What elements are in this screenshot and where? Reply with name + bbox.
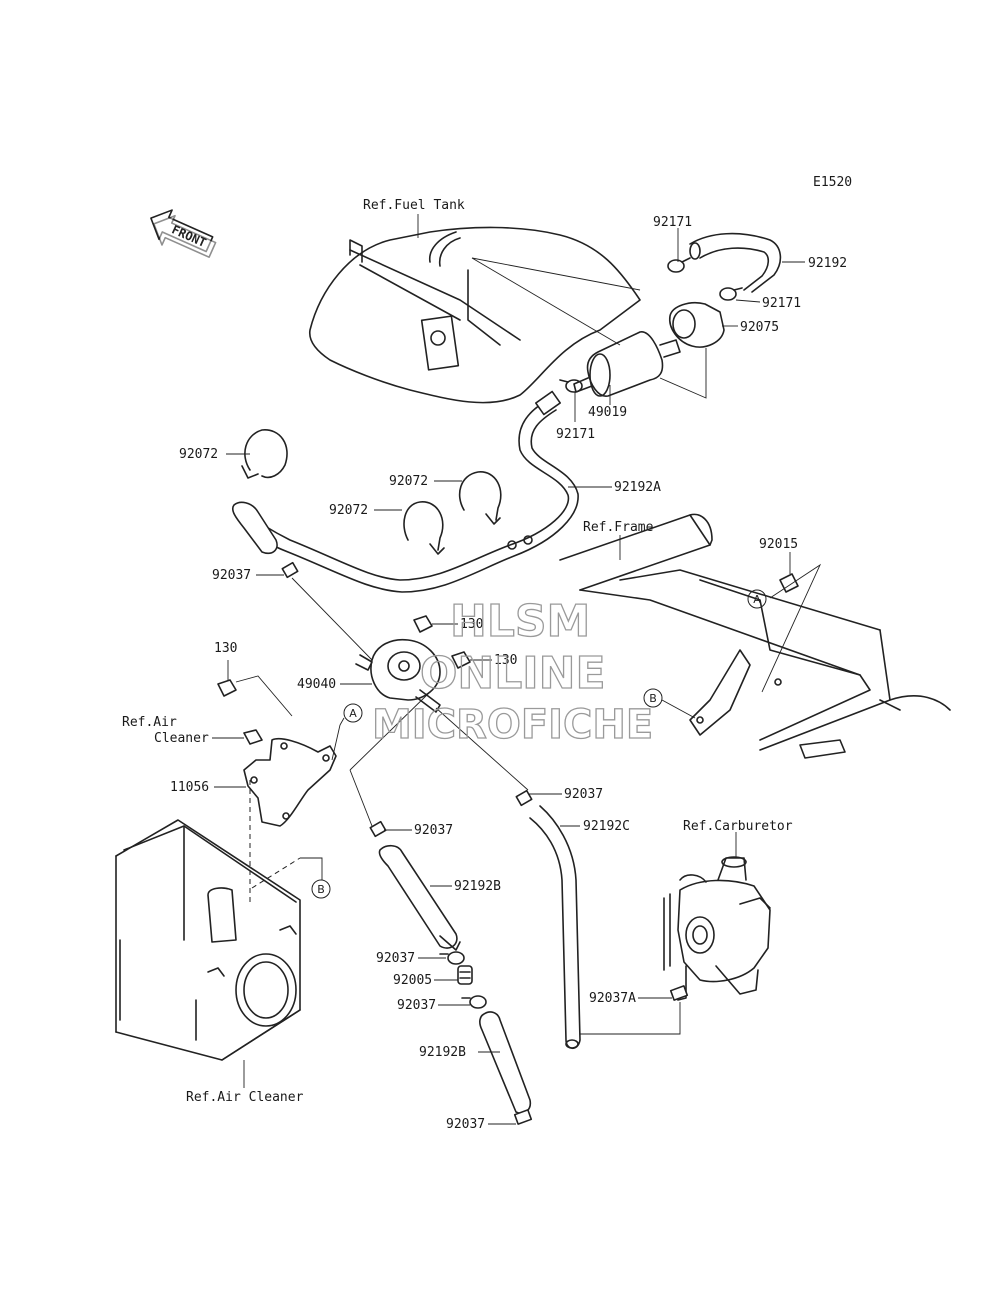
part-number-92072-b: 92072 <box>389 474 428 489</box>
pump-bracket <box>243 737 337 827</box>
part-number-92037A: 92037A <box>589 991 636 1006</box>
fuel-filter <box>573 331 681 397</box>
part-number-130-a: 130 <box>460 617 483 632</box>
callout-a-bracket <box>343 703 363 723</box>
callout-a-bracket-label: A <box>349 707 357 720</box>
fuel-hose-92192 <box>689 232 782 293</box>
clamp-band-icon <box>241 429 502 555</box>
callout-b-air-cleaner <box>311 879 331 899</box>
callout-b-frame-label: B <box>649 692 657 705</box>
fuel-hose-92192B-upper <box>369 820 461 951</box>
part-number-11056: 11056 <box>170 780 209 795</box>
callout-b-frame <box>643 688 663 708</box>
part-number-92192: 92192 <box>808 256 847 271</box>
part-number-92037-d: 92037 <box>376 951 415 966</box>
carburetor <box>663 856 771 1001</box>
part-number-130-c: 130 <box>214 641 237 656</box>
part-number-92192B-a: 92192B <box>454 879 501 894</box>
part-number-92037-b: 92037 <box>564 787 603 802</box>
part-number-92192C: 92192C <box>583 819 630 834</box>
clip-92037A-icon <box>669 985 689 1001</box>
callout-a-frame <box>747 589 767 609</box>
air-cleaner-box <box>115 819 301 1061</box>
diagram-code: E1520 <box>813 175 852 190</box>
fuel-hose-92192C <box>515 789 581 1050</box>
part-number-92072-a: 92072 <box>179 447 218 462</box>
part-number-92005: 92005 <box>393 973 432 988</box>
fuel-pump <box>355 638 441 713</box>
ref-carburetor: Ref.Carburetor <box>683 819 793 834</box>
frame <box>559 513 951 759</box>
part-number-49019: 49019 <box>588 405 627 420</box>
part-number-92037-c: 92037 <box>414 823 453 838</box>
part-number-92037-f: 92037 <box>446 1117 485 1132</box>
joint-and-clips <box>439 951 487 1009</box>
watermark-line3: MICROFICHE <box>372 702 653 748</box>
ref-frame: Ref.Frame <box>583 520 654 535</box>
fuel-tank <box>308 214 641 404</box>
part-number-92192A: 92192A <box>614 480 661 495</box>
part-number-130-b: 130 <box>494 653 517 668</box>
bolt-130-icon <box>217 615 471 745</box>
ref-fuel-tank: Ref.Fuel Tank <box>363 198 465 213</box>
part-number-92075: 92075 <box>740 320 779 335</box>
fuel-hose-92192B-lower <box>479 1011 533 1125</box>
part-number-92171-top: 92171 <box>653 215 692 230</box>
part-number-92037-a: 92037 <box>212 568 251 583</box>
fuel-hose-92192A <box>231 390 579 593</box>
part-number-92192B-b: 92192B <box>419 1045 466 1060</box>
ref-air-cleaner-top-line1: Ref.Air <box>122 715 177 730</box>
ref-air-cleaner-bottom: Ref.Air Cleaner <box>186 1090 304 1105</box>
watermark: HLSM ONLINE MICROFICHE <box>371 595 654 748</box>
part-number-92015: 92015 <box>759 537 798 552</box>
watermark-line1: HLSM <box>450 596 590 647</box>
filter-holder <box>668 301 725 348</box>
part-number-49040: 49040 <box>297 677 336 692</box>
bolt-92015-icon <box>779 573 799 593</box>
part-number-92171-bottom: 92171 <box>556 427 595 442</box>
watermark-line2: ONLINE <box>420 648 606 699</box>
part-number-92171-right: 92171 <box>762 296 801 311</box>
part-number-92037-e: 92037 <box>397 998 436 1013</box>
part-number-92072-c: 92072 <box>329 503 368 518</box>
front-arrow-icon: FRONT <box>150 209 217 258</box>
ref-air-cleaner-top-line2: Cleaner <box>154 731 209 746</box>
callout-b-air-cleaner-label: B <box>317 883 325 896</box>
callout-a-frame-label: A <box>753 593 761 606</box>
hose-clip-icon <box>281 561 299 579</box>
hose-clamp-icon <box>559 257 743 393</box>
